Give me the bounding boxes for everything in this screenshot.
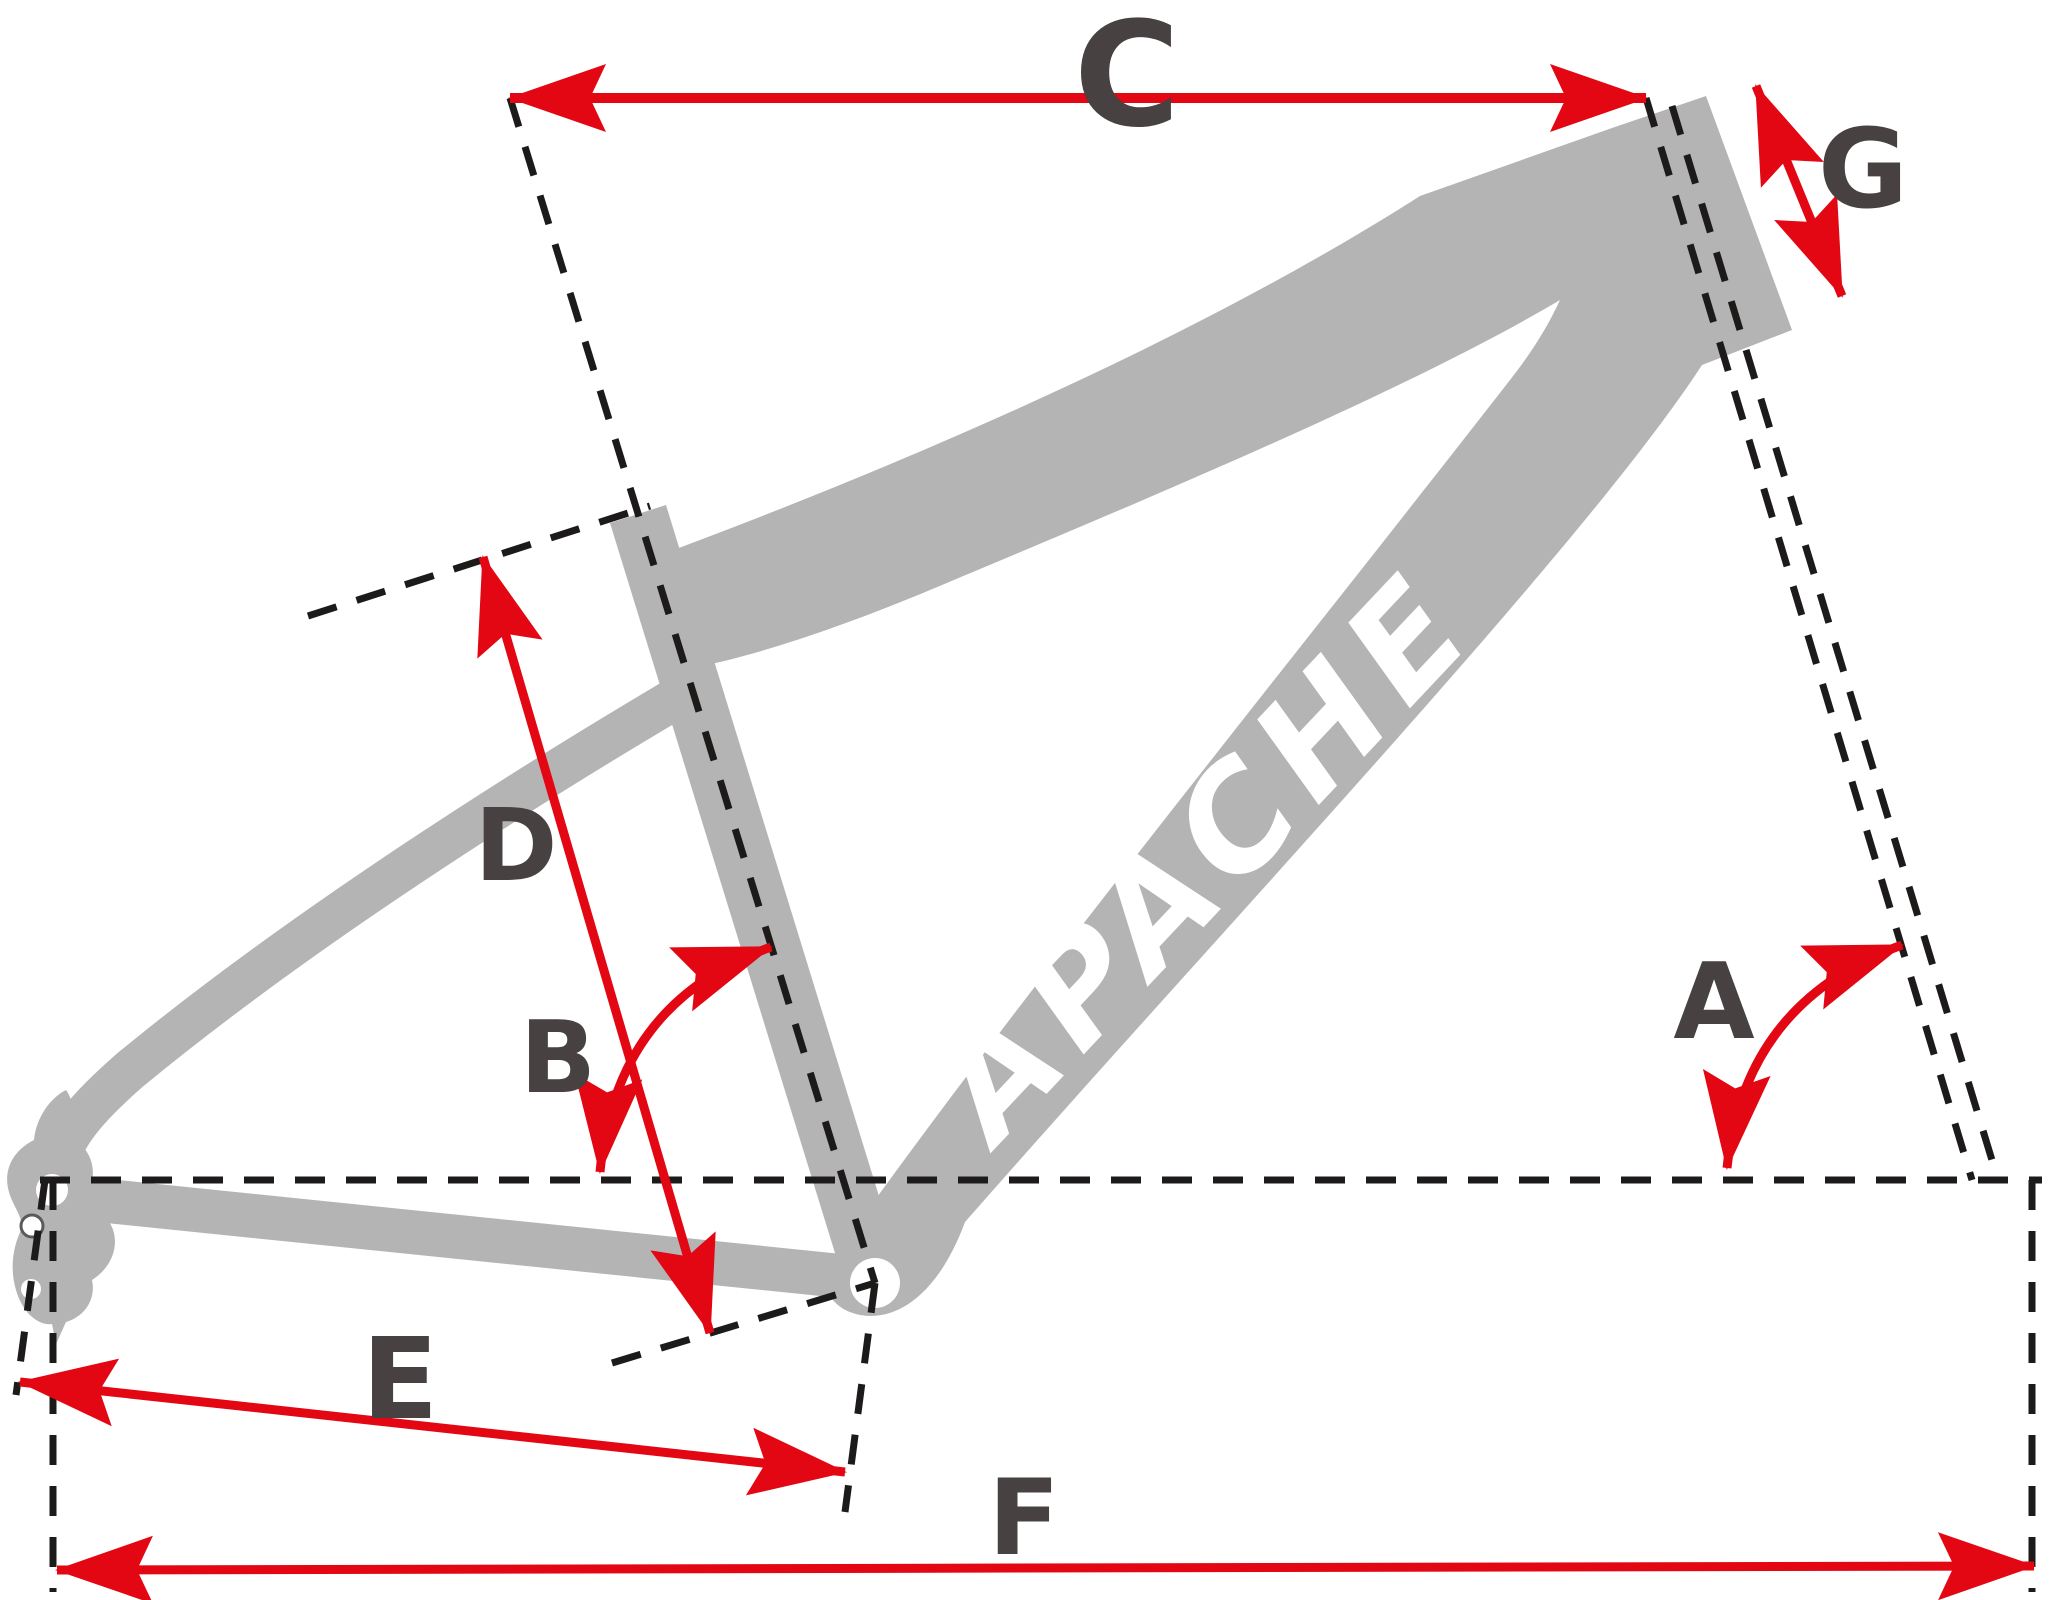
label-b: B: [520, 999, 596, 1116]
dimension-e-arrow: [18, 1358, 847, 1496]
dimension-a-arc: [1703, 940, 1904, 1170]
dimension-d-arrow: [477, 555, 716, 1335]
seat-tube-axis-extension-below-bb: [841, 1282, 879, 1513]
label-a: A: [1673, 941, 1754, 1063]
dimension-labels: C G D B A E F: [362, 0, 1908, 1579]
chainstay: [55, 1174, 883, 1302]
dimension-b-arc: [574, 942, 773, 1174]
dimension-g-arrow: [1751, 84, 1847, 298]
label-d: D: [474, 787, 557, 904]
bottom-bracket-perpendicular-line: [610, 1279, 877, 1367]
label-c: C: [1074, 0, 1180, 160]
brand-logo: APACHE: [894, 540, 1508, 1178]
label-e: E: [362, 1315, 439, 1445]
seat-tube-top-perpendicular-line: [306, 502, 652, 620]
bike-frame: APACHE: [7, 96, 1792, 1344]
dimension-f-arrow: [55, 1532, 2036, 1600]
head-tube-axis-offset-line: [1668, 104, 2002, 1182]
front-triangle: [652, 96, 1792, 1316]
reference-lines: [12, 96, 2042, 1592]
label-f: F: [988, 1457, 1060, 1579]
label-g: G: [1818, 105, 1908, 233]
head-tube-axis-line: [1642, 96, 1976, 1182]
dimension-arrows: [18, 64, 2036, 1600]
